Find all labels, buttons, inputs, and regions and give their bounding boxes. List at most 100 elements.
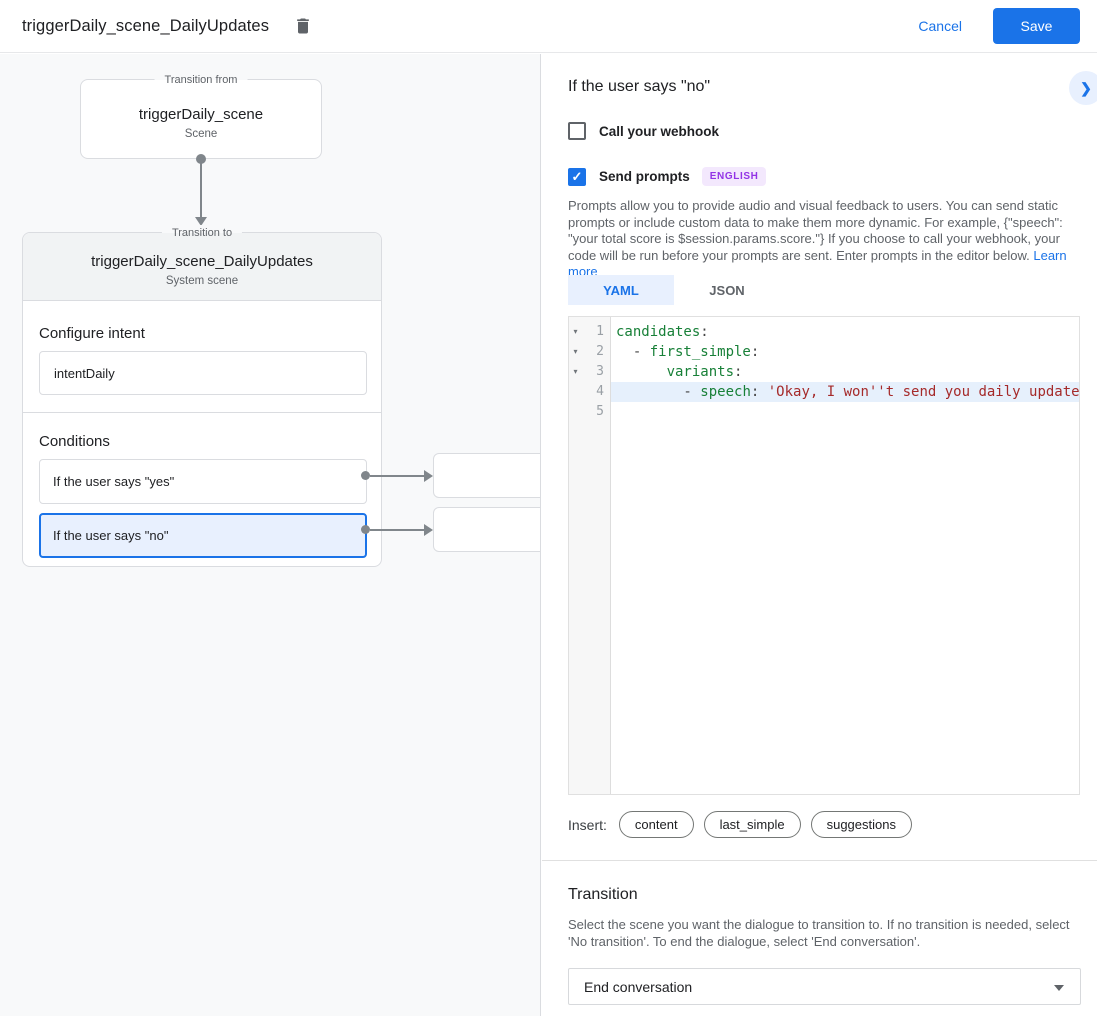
insert-chips: content last_simple suggestions — [618, 811, 922, 838]
code-token-plain: - — [616, 344, 650, 360]
code-token-plain: : — [734, 364, 743, 380]
editor-line: ▾3 variants: — [569, 362, 1079, 382]
code-token-plain: : — [750, 384, 768, 400]
configure-intent-heading: Configure intent — [39, 325, 145, 342]
insert-chip-content[interactable]: content — [618, 811, 694, 838]
line-gutter: ▾1 — [569, 322, 611, 342]
call-webhook-checkbox[interactable] — [568, 122, 586, 140]
insert-chip-last_simple[interactable]: last_simple — [703, 811, 801, 838]
fold-arrow-icon[interactable]: ▾ — [573, 327, 578, 336]
transition-to-card: Transition to triggerDaily_scene_DailyUp… — [22, 225, 382, 567]
conditions-section: Conditions If the user says "yes"If the … — [23, 413, 381, 558]
delete-button[interactable] — [290, 13, 316, 39]
transition-select-value: End conversation — [584, 978, 693, 995]
from-scene-name: triggerDaily_scene — [138, 106, 264, 123]
condition-item[interactable]: If the user says "yes" — [39, 459, 367, 504]
conditions-list: If the user says "yes" If the user says "… — [39, 459, 367, 558]
fold-arrow-icon[interactable]: ▾ — [573, 347, 578, 356]
topbar: triggerDaily_scene_DailyUpdates Cancel S… — [0, 0, 1097, 53]
card-divider — [23, 412, 381, 413]
insert-chip-suggestions[interactable]: suggestions — [810, 811, 912, 838]
call-webhook-label: Call your webhook — [599, 123, 720, 139]
edge-arrowhead — [424, 524, 433, 536]
transition-to-legend: Transition to — [161, 225, 243, 241]
language-badge: ENGLISH — [701, 167, 767, 186]
line-number: 4 — [596, 384, 604, 399]
transition-from-legend: Transition from — [154, 72, 248, 88]
check-icon: ✓ — [571, 169, 583, 184]
webhook-row: Call your webhook — [568, 122, 719, 140]
editor-line: 4 - speech: 'Okay, I won''t send you dai… — [569, 382, 1079, 402]
code-line-content[interactable] — [611, 402, 1079, 422]
edge-arrowhead — [424, 470, 433, 482]
editor-line: ▾2 - first_simple: — [569, 342, 1079, 362]
caret-down-icon — [1054, 985, 1064, 991]
to-scene-name: triggerDaily_scene_DailyUpdates — [91, 252, 313, 270]
edge-dot — [361, 471, 370, 480]
condition-item[interactable]: If the user says "no" — [39, 513, 367, 558]
conditions-heading: Conditions — [39, 433, 110, 450]
line-number: 1 — [596, 324, 604, 339]
fold-arrow-icon[interactable]: ▾ — [573, 367, 578, 376]
prompts-description: Prompts allow you to provide audio and v… — [568, 198, 1067, 279]
connector-line — [200, 159, 202, 217]
condition-detail-panel: If the user says "no" ❯ Call your webhoo… — [542, 54, 1097, 1016]
line-number: 2 — [596, 344, 604, 359]
flow-canvas: Transition from triggerDaily_scene Scene… — [0, 54, 541, 1016]
line-gutter: ▾3 — [569, 362, 611, 382]
send-prompts-checkbox[interactable]: ✓ — [568, 167, 586, 186]
panel-title: If the user says "no" — [568, 78, 711, 95]
line-gutter: ▾2 — [569, 342, 611, 362]
from-scene-type: Scene — [184, 128, 218, 140]
editor-gutter — [569, 317, 611, 794]
condition-target-box[interactable] — [433, 453, 540, 498]
page-title: triggerDaily_scene_DailyUpdates — [22, 16, 270, 35]
line-number: 3 — [596, 364, 604, 379]
section-divider — [542, 860, 1097, 861]
code-token-plain: - — [616, 384, 701, 400]
code-line-content[interactable]: - first_simple: — [611, 342, 1079, 362]
transition-description: Select the scene you want the dialogue t… — [568, 917, 1070, 949]
chevron-right-icon: ❯ — [1080, 80, 1092, 96]
tab-yaml[interactable]: YAML — [568, 275, 674, 305]
code-token-plain: : — [700, 324, 709, 340]
editor-tabs: YAML JSON — [568, 275, 780, 305]
configure-intent-section: Configure intent — [23, 301, 381, 395]
code-token-plain — [616, 364, 667, 380]
code-line-content[interactable]: variants: — [611, 362, 1079, 382]
tab-json[interactable]: JSON — [709, 282, 745, 298]
send-prompts-label: Send prompts — [599, 169, 690, 184]
line-gutter: 4 — [569, 382, 611, 402]
connector-arrowhead — [195, 217, 207, 226]
condition-target-box[interactable] — [433, 507, 540, 552]
collapse-panel-button[interactable]: ❯ — [1069, 71, 1097, 105]
to-scene-type: System scene — [165, 274, 239, 287]
intent-input[interactable] — [39, 351, 367, 395]
code-token-key: first_simple — [649, 344, 751, 360]
code-token-key: variants — [666, 364, 735, 380]
edge-line — [370, 529, 425, 531]
line-gutter: 5 — [569, 402, 611, 422]
save-button[interactable]: Save — [993, 8, 1080, 44]
trash-icon — [297, 18, 309, 34]
transition-from-node[interactable]: Transition from triggerDaily_scene Scene — [80, 72, 322, 159]
to-card-header: triggerDaily_scene_DailyUpdates System s… — [23, 233, 381, 301]
code-token-key: candidates — [616, 324, 701, 340]
transition-select[interactable]: End conversation — [568, 968, 1081, 1005]
code-token-string: 'Okay, I won''t send you daily updates.' — [767, 384, 1079, 400]
code-line-content[interactable]: candidates: — [611, 322, 1079, 342]
edge-dot — [361, 525, 370, 534]
transition-heading: Transition — [568, 886, 638, 903]
cancel-button[interactable]: Cancel — [918, 18, 962, 34]
edge-line — [370, 475, 425, 477]
code-line-content[interactable]: - speech: 'Okay, I won''t send you daily… — [611, 382, 1079, 402]
line-number: 5 — [596, 404, 604, 419]
editor-line: 5 — [569, 402, 1079, 422]
code-token-key: speech — [700, 384, 751, 400]
code-token-plain: : — [750, 344, 760, 360]
